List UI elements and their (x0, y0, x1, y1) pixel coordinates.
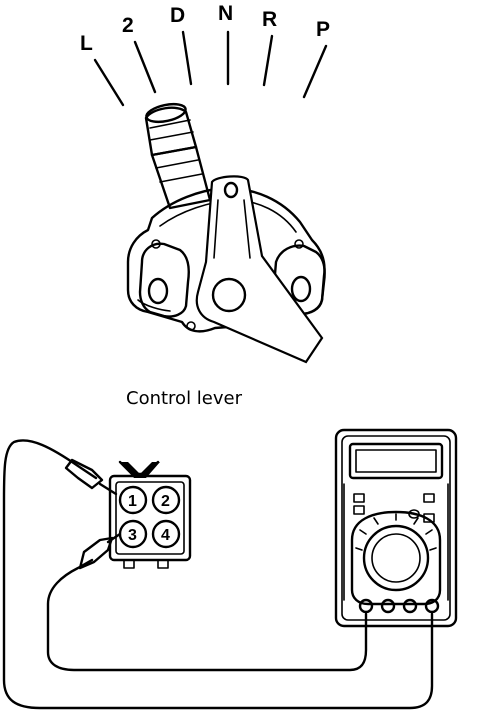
rotary-dial (362, 524, 430, 592)
control-lever (195, 175, 324, 364)
connector-pin-1-label: 1 (128, 493, 137, 510)
left-mounting-ear (138, 242, 190, 318)
dial-ticks (355, 513, 437, 551)
connector-body (108, 474, 192, 562)
connector-latch (120, 462, 160, 478)
switch-connector: 1 2 3 4 (108, 460, 192, 569)
connector-pin-3-label: 3 (128, 527, 137, 544)
connector-pin-4-label: 4 (161, 527, 170, 544)
screw-left (151, 239, 161, 249)
shift-position-p: P (316, 18, 330, 41)
multimeter-display (348, 442, 444, 480)
shift-position-d: D (170, 4, 185, 27)
shaft-tip (144, 106, 198, 157)
connector-pin-1 (118, 485, 148, 515)
screw-right (294, 239, 304, 249)
right-mounting-hole (290, 275, 312, 303)
test-lead-1 (2, 439, 434, 710)
shift-position-n: N (218, 2, 233, 25)
left-mounting-hole (147, 277, 169, 305)
connector-pin-3 (118, 519, 148, 549)
shift-position-pointer-lines (93, 30, 328, 107)
jack-2 (380, 598, 396, 614)
jack-v-ohm (424, 598, 440, 614)
control-lever-caption: Control lever (126, 388, 243, 409)
connector-pin-4 (151, 519, 181, 549)
jack-com (358, 598, 374, 614)
shift-position-2: 2 (122, 14, 134, 37)
shift-position-labels: L 2 D N R P (80, 2, 330, 55)
test-lead-2 (46, 558, 368, 672)
connector-pin-2 (151, 485, 181, 515)
multimeter (334, 428, 458, 628)
lever-top-hole (223, 181, 239, 199)
multimeter-case (334, 428, 458, 628)
connector-pin-2-label: 2 (161, 493, 170, 510)
shift-position-l: L (80, 32, 93, 55)
probe-pin-1 (64, 458, 118, 496)
inhibitor-switch (126, 102, 326, 364)
shift-position-r: R (262, 8, 277, 31)
multimeter-jacks (358, 598, 440, 614)
test-leads (2, 439, 434, 710)
screw-bottom (186, 321, 196, 331)
jack-3 (402, 598, 418, 614)
lever-pivot-hole (211, 277, 247, 313)
